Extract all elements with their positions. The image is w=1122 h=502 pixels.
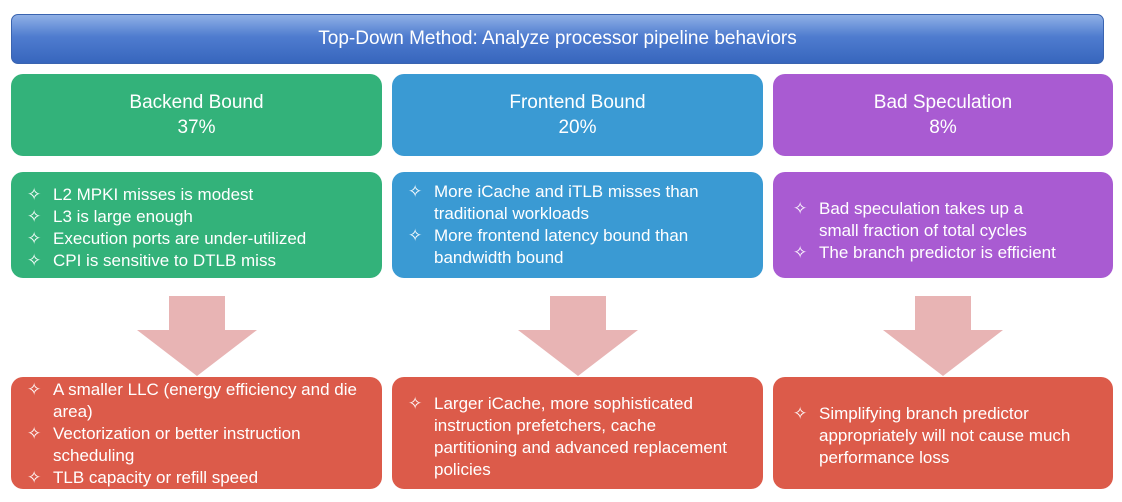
- speculation-percent: 8%: [929, 117, 957, 138]
- finding-item: ✧L2 MPKI misses is modest: [27, 185, 254, 204]
- down-arrow-icon: [518, 296, 638, 376]
- frontend-findings: ✧More iCache and iTLB misses than tradit…: [392, 172, 763, 278]
- bullet-icon: ✧: [27, 207, 42, 226]
- frontend-recommendations: ✧Larger iCache, more sophisticated instr…: [392, 377, 763, 489]
- bullet-icon: ✧: [408, 226, 423, 245]
- speculation-recommendations: ✧Simplifying branch predictor appropriat…: [773, 377, 1113, 489]
- frontend-percent: 20%: [558, 117, 597, 138]
- bullet-icon: ✧: [408, 182, 423, 201]
- bullet-icon: ✧: [793, 199, 808, 218]
- frontend-name: Frontend Bound: [509, 92, 646, 113]
- recommendation-item: ✧Simplifying branch predictor appropriat…: [793, 404, 1071, 467]
- speculation-name: Bad Speculation: [873, 92, 1013, 113]
- backend-name: Backend Bound: [129, 92, 264, 113]
- bullet-icon: ✧: [27, 251, 42, 270]
- finding-item: ✧Execution ports are under-utilized: [27, 229, 307, 248]
- title-text: Top-Down Method: Analyze processor pipel…: [318, 28, 797, 49]
- bullet-icon: ✧: [27, 185, 42, 204]
- finding-item: ✧Bad speculation takes up a small fracti…: [793, 199, 1027, 240]
- finding-item: ✧The branch predictor is efficient: [793, 243, 1056, 262]
- recommendation-item: ✧A smaller LLC (energy efficiency and di…: [27, 380, 357, 421]
- finding-item: ✧More iCache and iTLB misses than tradit…: [408, 182, 699, 223]
- down-arrow-icon: [883, 296, 1003, 376]
- backend-header: Backend Bound 37%: [11, 74, 382, 156]
- finding-item: ✧More frontend latency bound than bandwi…: [408, 226, 689, 267]
- finding-item: ✧L3 is large enough: [27, 207, 193, 226]
- bullet-icon: ✧: [793, 404, 808, 423]
- down-arrow-icon: [137, 296, 257, 376]
- speculation-findings: ✧Bad speculation takes up a small fracti…: [773, 172, 1113, 278]
- frontend-header: Frontend Bound 20%: [392, 74, 763, 156]
- finding-item: ✧CPI is sensitive to DTLB miss: [27, 251, 276, 270]
- bullet-icon: ✧: [27, 468, 42, 487]
- bullet-icon: ✧: [27, 229, 42, 248]
- bullet-icon: ✧: [793, 243, 808, 262]
- backend-percent: 37%: [177, 117, 216, 138]
- speculation-header: Bad Speculation 8%: [773, 74, 1113, 156]
- backend-recommendations: ✧A smaller LLC (energy efficiency and di…: [11, 377, 382, 489]
- recommendation-item: ✧Larger iCache, more sophisticated instr…: [408, 394, 727, 479]
- bullet-icon: ✧: [27, 424, 42, 443]
- title-banner: Top-Down Method: Analyze processor pipel…: [11, 14, 1104, 64]
- recommendation-item: ✧TLB capacity or refill speed: [27, 468, 259, 487]
- recommendation-item: ✧Vectorization or better instruction sch…: [27, 424, 301, 465]
- backend-findings: ✧L2 MPKI misses is modest ✧L3 is large e…: [11, 172, 382, 278]
- bullet-icon: ✧: [408, 394, 423, 413]
- bullet-icon: ✧: [27, 380, 42, 399]
